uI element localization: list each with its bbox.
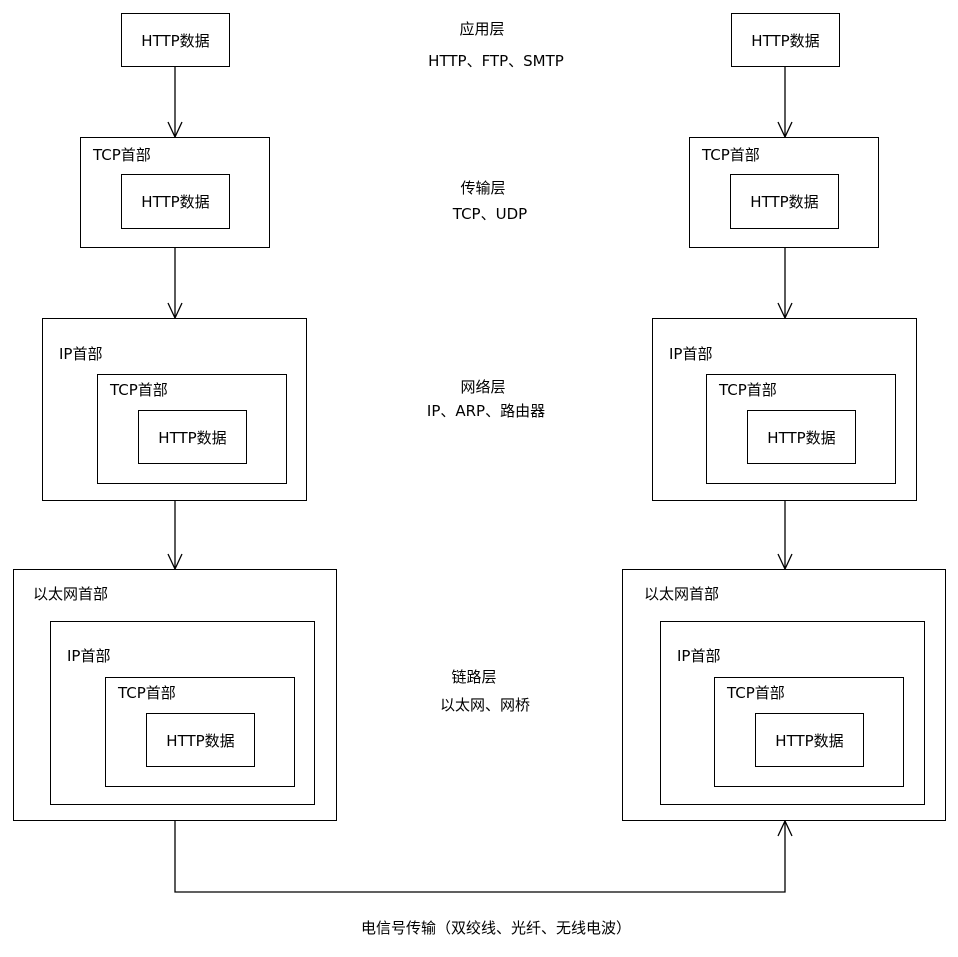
left-link-tcp-box: TCP首部 HTTP数据 (105, 677, 295, 787)
ip-header-label: IP首部 (669, 345, 713, 363)
right-transport-http-data-box: HTTP数据 (730, 174, 839, 229)
transmission-path (174, 820, 786, 893)
left-link-http-data-box: HTTP数据 (146, 713, 255, 767)
network-layer-name: 网络层 (460, 378, 506, 396)
http-data-label: HTTP数据 (141, 31, 210, 50)
link-layer-name: 链路层 (451, 668, 497, 686)
http-data-label: HTTP数据 (750, 193, 819, 211)
right-network-http-data-box: HTTP数据 (747, 410, 856, 464)
right-link-http-data-box: HTTP数据 (755, 713, 864, 767)
http-data-label: HTTP数据 (751, 31, 820, 50)
right-network-tcp-box: TCP首部 HTTP数据 (706, 374, 896, 484)
right-link-tcp-box: TCP首部 HTTP数据 (714, 677, 904, 787)
left-network-tcp-box: TCP首部 HTTP数据 (97, 374, 287, 484)
left-network-ip-box: IP首部 TCP首部 HTTP数据 (42, 318, 307, 501)
http-data-label: HTTP数据 (767, 428, 836, 447)
ip-header-label: IP首部 (67, 647, 111, 665)
http-data-label: HTTP数据 (775, 731, 844, 750)
right-transport-tcp-box: TCP首部 HTTP数据 (689, 137, 879, 248)
tcp-header-label: TCP首部 (702, 146, 760, 164)
right-network-ip-box: IP首部 TCP首部 HTTP数据 (652, 318, 917, 501)
transport-layer-name: 传输层 (460, 179, 506, 197)
right-app-http-data-box: HTTP数据 (731, 13, 840, 67)
transport-layer-protocols: TCP、UDP (452, 205, 528, 223)
left-link-ethernet-box: 以太网首部 IP首部 TCP首部 HTTP数据 (13, 569, 337, 821)
ethernet-header-label: 以太网首部 (644, 585, 720, 603)
tcp-header-label: TCP首部 (727, 684, 785, 702)
ip-header-label: IP首部 (677, 647, 721, 665)
application-layer-protocols: HTTP、FTP、SMTP (428, 52, 564, 70)
right-link-ip-box: IP首部 TCP首部 HTTP数据 (660, 621, 925, 805)
http-data-label: HTTP数据 (166, 731, 235, 750)
left-app-http-data-box: HTTP数据 (121, 13, 230, 67)
tcp-header-label: TCP首部 (110, 381, 168, 399)
ip-header-label: IP首部 (59, 345, 103, 363)
tcp-header-label: TCP首部 (719, 381, 777, 399)
http-data-label: HTTP数据 (141, 193, 210, 211)
tcp-header-label: TCP首部 (118, 684, 176, 702)
right-link-ethernet-box: 以太网首部 IP首部 TCP首部 HTTP数据 (622, 569, 946, 821)
ethernet-header-label: 以太网首部 (33, 585, 109, 603)
left-transport-http-data-box: HTTP数据 (121, 174, 230, 229)
link-layer-protocols: 以太网、网桥 (439, 696, 531, 714)
tcp-header-label: TCP首部 (93, 146, 151, 164)
left-transport-tcp-box: TCP首部 HTTP数据 (80, 137, 270, 248)
http-data-label: HTTP数据 (158, 428, 227, 447)
left-network-http-data-box: HTTP数据 (138, 410, 247, 464)
transmission-medium-label: 电信号传输（双绞线、光纤、无线电波） (360, 919, 632, 937)
left-link-ip-box: IP首部 TCP首部 HTTP数据 (50, 621, 315, 805)
network-layer-protocols: IP、ARP、路由器 (426, 402, 546, 420)
application-layer-name: 应用层 (459, 20, 505, 38)
